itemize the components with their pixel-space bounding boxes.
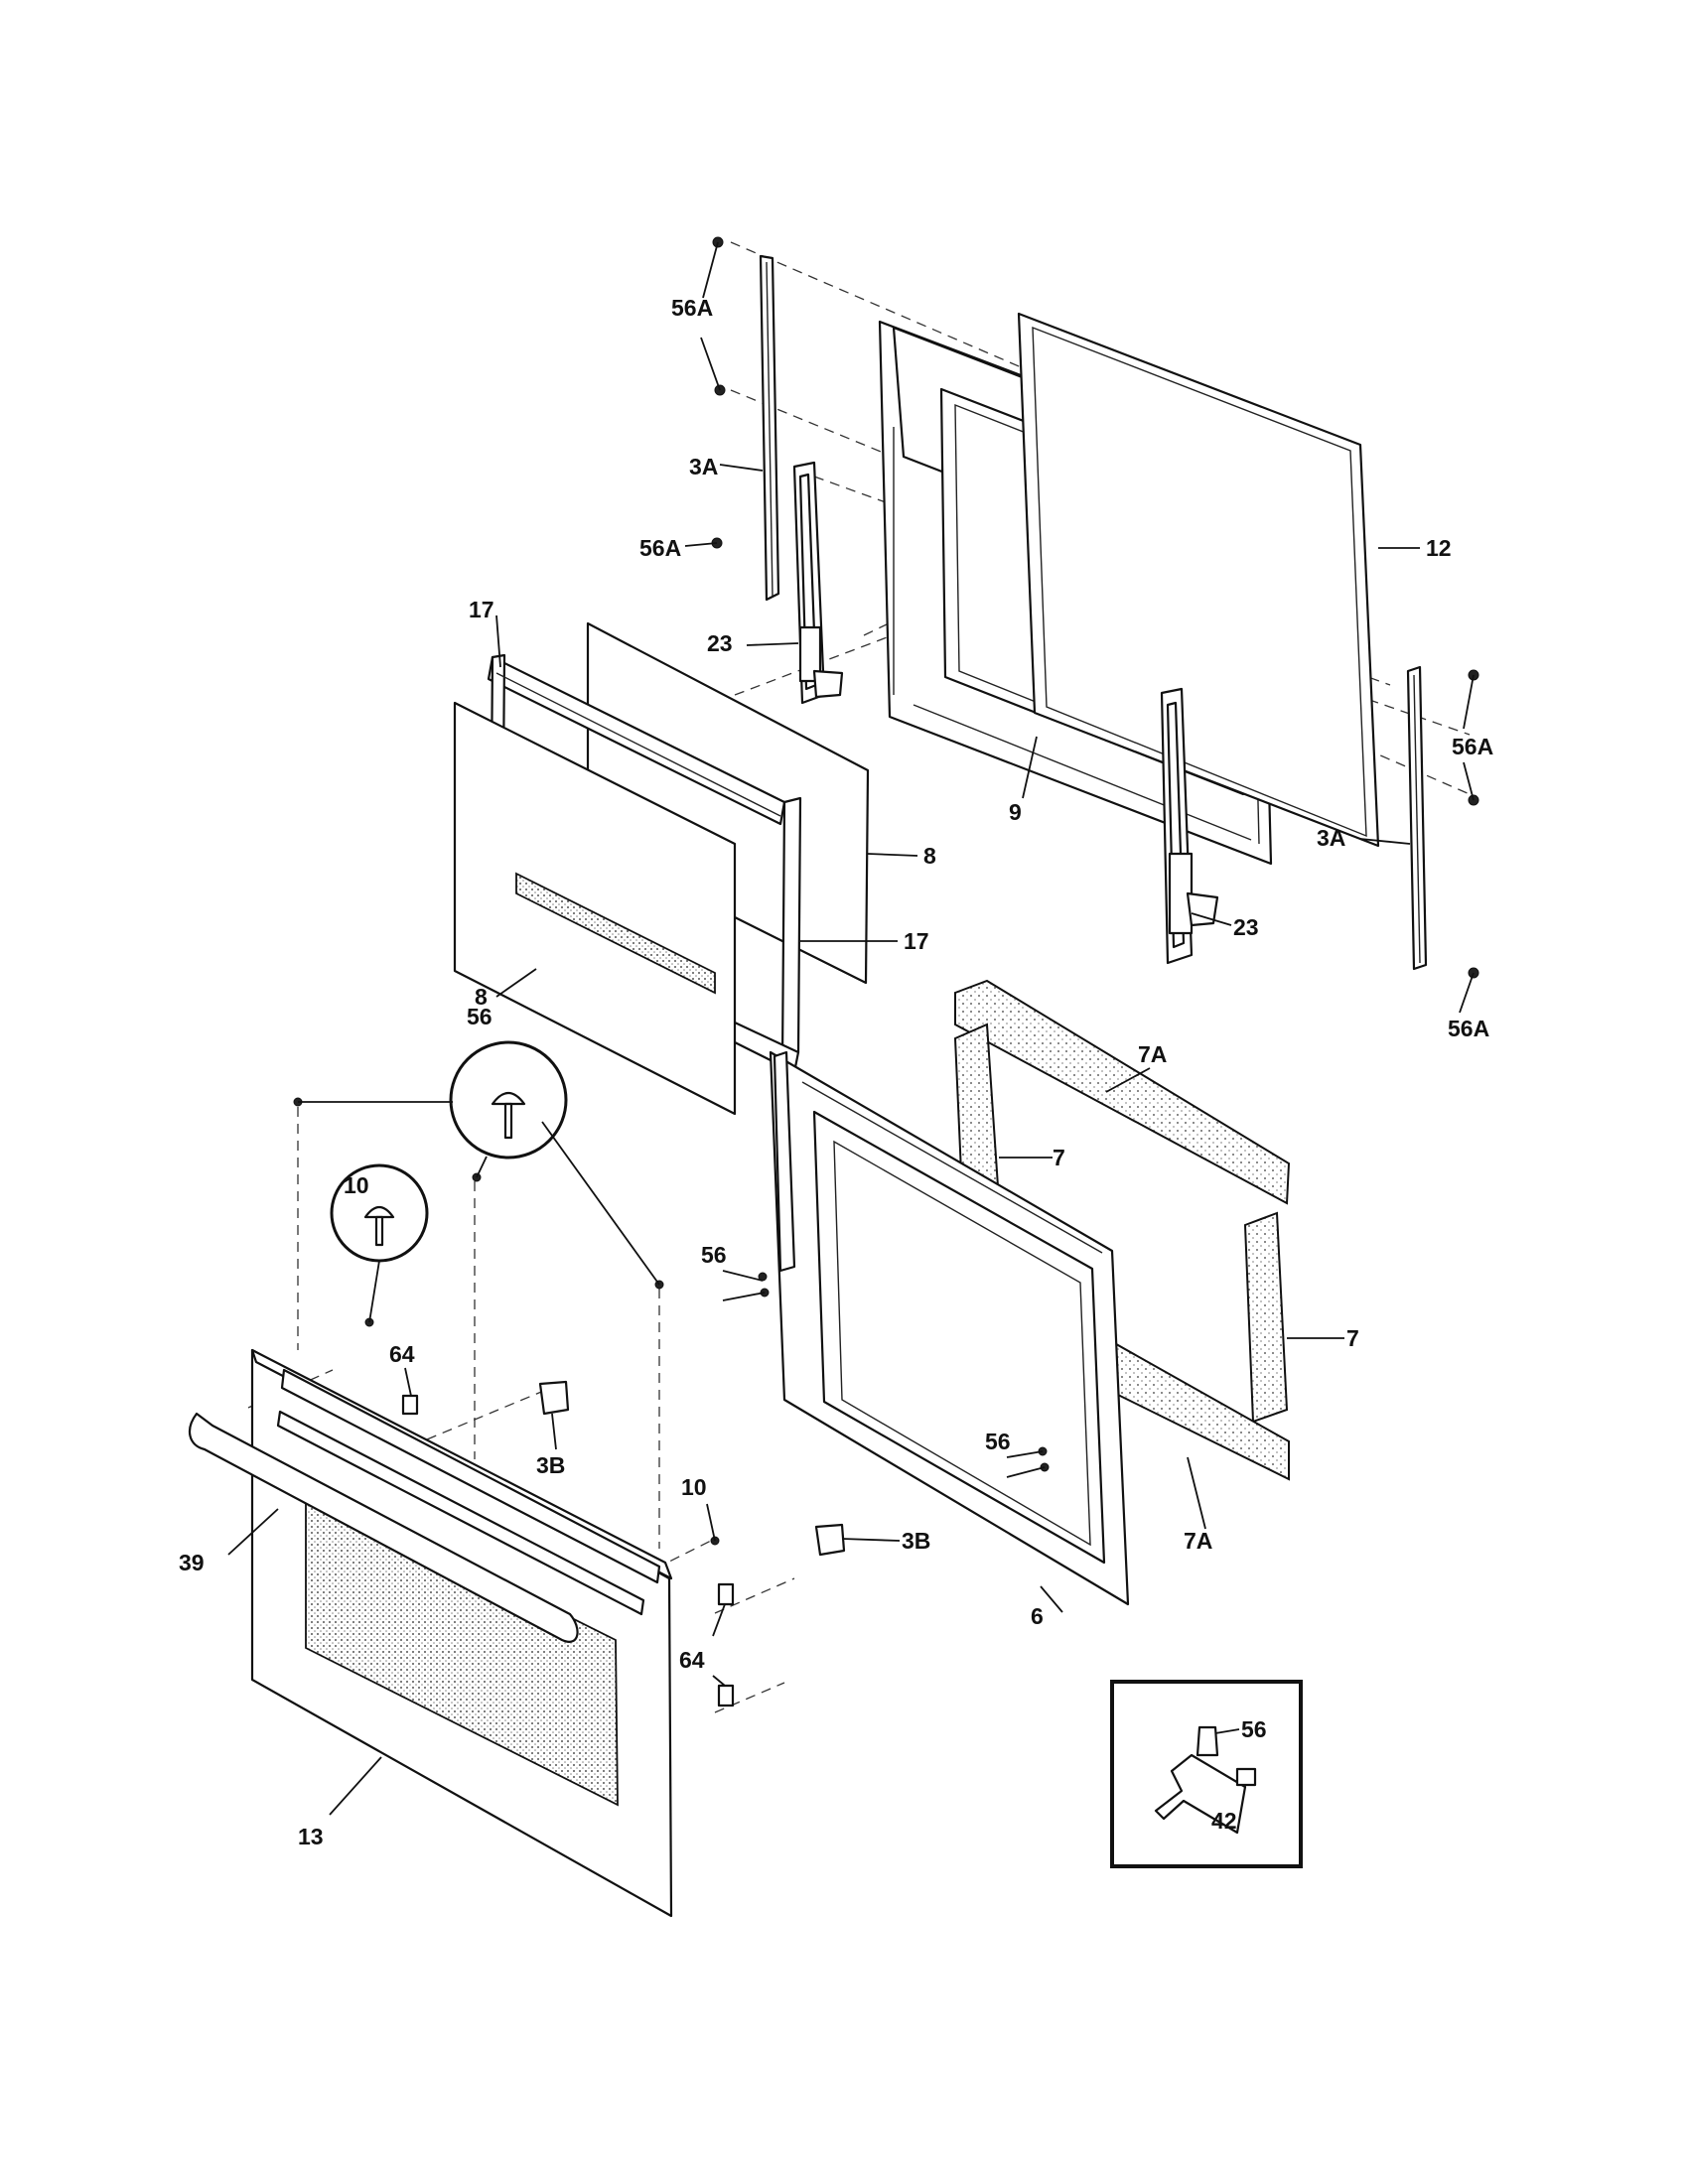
gasket-12[interactable] xyxy=(1017,312,1380,848)
hinge-23-right[interactable] xyxy=(1160,687,1219,965)
label-56-circle: 56 xyxy=(467,1004,492,1029)
screw-head-icon xyxy=(491,1091,526,1106)
rail-3A-left[interactable] xyxy=(759,254,780,602)
handle-39[interactable] xyxy=(188,1412,579,1643)
label-7-right: 7 xyxy=(1346,1325,1359,1351)
rail-3A-right[interactable] xyxy=(1406,665,1428,971)
label-3B-left: 3B xyxy=(536,1452,565,1478)
label-64-top: 64 xyxy=(389,1341,415,1367)
label-6: 6 xyxy=(1031,1603,1044,1629)
screw-56-detail-circle xyxy=(449,1040,568,1160)
insulation-7A-top[interactable] xyxy=(954,979,1291,1205)
label-17-right: 17 xyxy=(904,928,929,954)
label-7A-top: 7A xyxy=(1138,1041,1167,1067)
label-23-left: 23 xyxy=(707,630,733,656)
label-56A-top: 56A xyxy=(671,295,713,321)
end-cap-64-bottom-b[interactable] xyxy=(717,1684,735,1707)
label-8-left: 8 xyxy=(475,984,488,1010)
label-10-circle: 10 xyxy=(344,1172,369,1198)
label-56-inset: 56 xyxy=(1241,1716,1267,1742)
label-13: 13 xyxy=(298,1824,324,1849)
label-3A-right: 3A xyxy=(1317,825,1345,851)
label-64-bottom: 64 xyxy=(679,1647,705,1673)
label-12: 12 xyxy=(1426,535,1452,561)
label-17-top: 17 xyxy=(469,597,494,622)
label-56-frame-bottom: 56 xyxy=(985,1429,1011,1454)
label-56A-bottom: 56A xyxy=(1448,1016,1489,1041)
label-3A-left: 3A xyxy=(689,454,718,479)
screw-10-detail-circle xyxy=(330,1163,429,1263)
label-10-right: 10 xyxy=(681,1474,707,1500)
clip-3B-right[interactable] xyxy=(814,1523,846,1557)
label-56-frame-top: 56 xyxy=(701,1242,727,1268)
label-56A-mid: 56A xyxy=(639,535,681,561)
label-9: 9 xyxy=(1009,799,1022,825)
leader-lines xyxy=(227,241,1475,1816)
hinge-23-left[interactable] xyxy=(792,461,844,705)
glass-panel-8-front[interactable] xyxy=(453,701,737,1116)
end-cap-64-top[interactable] xyxy=(401,1394,419,1416)
end-cap-64-bottom-a[interactable] xyxy=(717,1582,735,1606)
label-56A-right: 56A xyxy=(1452,734,1493,759)
callout-labels: 56A 3A 56A 12 17 23 56A 9 3A 8 17 23 8 5… xyxy=(179,295,1493,1849)
label-8-right: 8 xyxy=(923,843,936,869)
insulation-7-right[interactable] xyxy=(1243,1211,1289,1424)
label-42: 42 xyxy=(1211,1808,1237,1834)
door-liner-6[interactable] xyxy=(769,1050,1130,1606)
label-3B-right: 3B xyxy=(902,1528,930,1554)
bracket-42-inset xyxy=(1110,1680,1303,1868)
label-7A-bottom: 7A xyxy=(1184,1528,1212,1554)
screw-head-icon-2 xyxy=(363,1205,395,1219)
label-23-right: 23 xyxy=(1233,914,1259,940)
clip-3B-left[interactable] xyxy=(538,1380,570,1416)
label-39: 39 xyxy=(179,1550,205,1575)
label-7-top: 7 xyxy=(1053,1145,1065,1170)
